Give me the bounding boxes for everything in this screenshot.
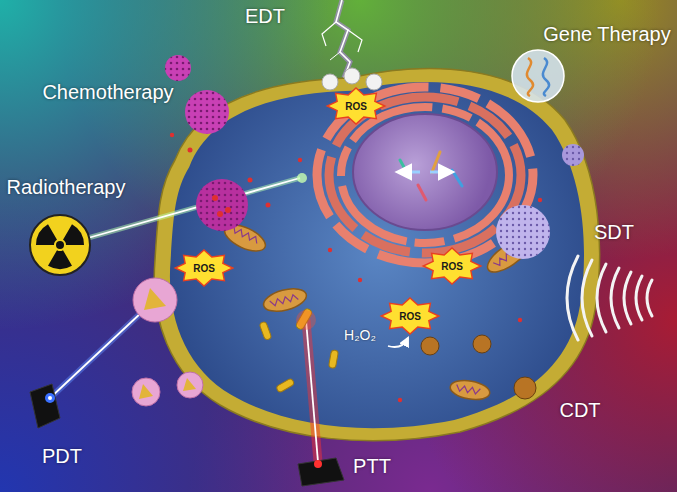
- molecule-label: H₂O₂: [344, 328, 376, 343]
- therapy-label: Radiotherapy: [7, 176, 126, 198]
- therapy-label: PTT: [353, 455, 391, 477]
- ros-label: ROS: [441, 261, 463, 272]
- ros-label: ROS: [345, 101, 367, 112]
- therapy-label: CDT: [559, 399, 600, 421]
- therapy-label: Chemotherapy: [42, 81, 173, 103]
- ros-label: ROS: [193, 263, 215, 274]
- therapy-label: EDT: [245, 5, 285, 27]
- therapy-label: Gene Therapy: [543, 23, 671, 45]
- therapy-label: SDT: [594, 221, 634, 243]
- therapy-label: PDT: [42, 445, 82, 467]
- ros-label: ROS: [399, 311, 421, 322]
